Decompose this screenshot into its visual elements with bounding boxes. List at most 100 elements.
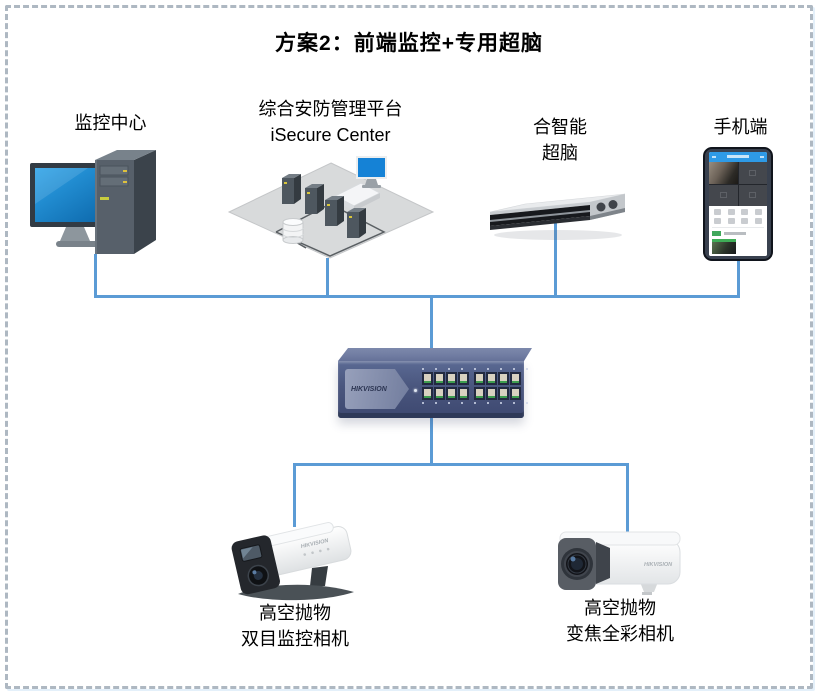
- phone-app-body: [709, 206, 767, 256]
- video-tile-empty: [738, 184, 767, 206]
- camera-brand-text: HIKVISION: [644, 562, 673, 568]
- drive-bay: [99, 176, 129, 187]
- rj45-port: [474, 387, 485, 400]
- server-tower: [305, 184, 324, 214]
- feed-thumbnail: [712, 239, 736, 254]
- connector-top-bus: [94, 295, 740, 298]
- database-cylinder: [282, 218, 304, 244]
- port-number-strip: [422, 368, 529, 370]
- feed-header: [712, 231, 764, 236]
- app-icon: [741, 209, 749, 215]
- label-text: 双目监控相机: [241, 629, 349, 649]
- monitor-stand: [60, 227, 90, 241]
- app-icon: [714, 218, 721, 224]
- video-tile-empty: [738, 162, 767, 184]
- switch-logo-plate: HIKVISION: [345, 369, 409, 409]
- label-text: 高空抛物: [259, 603, 331, 623]
- label-binocular-camera: 高空抛物 双目监控相机: [205, 600, 385, 652]
- video-tile-live: [709, 162, 738, 184]
- app-icon-row: [712, 209, 764, 215]
- label-mobile-client: 手机端: [688, 114, 793, 140]
- rj45-port: [422, 372, 433, 385]
- divider: [712, 227, 764, 228]
- phone-app-header: [709, 152, 767, 162]
- port-block: [422, 368, 529, 406]
- super-brain-server-illustration: [489, 193, 626, 240]
- label-text: 超脑: [542, 143, 578, 163]
- connector-bus-to-switch: [430, 295, 433, 352]
- server-tower: [347, 208, 366, 238]
- camera-body-group: HIKVISION: [231, 522, 352, 595]
- server-side-face: [590, 194, 625, 220]
- connector-superbrain-to-bus: [554, 223, 557, 296]
- camera-front-module: [558, 538, 596, 590]
- video-tile-empty: [709, 184, 738, 206]
- rj45-port: [434, 387, 445, 400]
- video-grid: [709, 162, 767, 206]
- drive-bay: [99, 165, 129, 176]
- port-row-top: [422, 372, 529, 385]
- rj45-port: [486, 372, 497, 385]
- rj45-port: [434, 372, 445, 385]
- port-row-bottom: [422, 387, 529, 400]
- connector-switch-to-cameras: [430, 418, 433, 466]
- label-text: iSecure Center: [270, 125, 391, 145]
- feed-title-bar: [724, 232, 746, 235]
- app-icon-row: [712, 218, 764, 224]
- zoom-camera-illustration: HIKVISION: [558, 531, 681, 595]
- platform-monitor: [356, 156, 387, 188]
- app-icon: [727, 209, 735, 215]
- connector-platform-to-bus: [326, 258, 329, 296]
- server-front-face: [490, 202, 590, 230]
- rj45-port: [498, 372, 509, 385]
- port-number-strip: [422, 402, 529, 404]
- app-icon: [714, 209, 721, 215]
- rj45-port: [422, 387, 433, 400]
- rj45-port: [446, 387, 457, 400]
- rj45-port: [446, 372, 457, 385]
- phone-screen: [709, 152, 767, 256]
- app-icon: [754, 218, 762, 224]
- label-zoom-camera: 高空抛物 变焦全彩相机: [530, 595, 710, 647]
- dashed-frame-border: [5, 5, 813, 689]
- label-text: 手机端: [713, 117, 768, 137]
- rj45-port: [510, 372, 521, 385]
- label-text: 合智能: [533, 117, 587, 137]
- app-icon: [727, 218, 735, 224]
- rj45-port: [474, 372, 485, 385]
- connector-to-binocular-camera: [293, 463, 296, 527]
- platform-monitor-screen: [358, 158, 385, 177]
- rj45-port: [458, 387, 469, 400]
- app-icon: [754, 209, 762, 215]
- connector-pc-to-bus: [94, 254, 97, 296]
- pc-tower: [95, 150, 156, 254]
- app-icon: [741, 218, 749, 224]
- feed-tag: [712, 231, 721, 236]
- switch-front-face: HIKVISION: [338, 361, 529, 418]
- rj45-port: [498, 387, 509, 400]
- camera-neck: [596, 542, 610, 584]
- speaker-holes: [303, 547, 330, 556]
- rj45-port: [510, 387, 521, 400]
- switch-brand-text: HIKVISION: [351, 385, 387, 393]
- label-super-brain: 合智能 超脑: [505, 114, 615, 166]
- fan-vent: [608, 200, 618, 209]
- power-led: [414, 389, 417, 392]
- rj45-port: [458, 372, 469, 385]
- power-led: [123, 170, 127, 172]
- connector-to-zoom-camera: [626, 463, 629, 535]
- rj45-port: [486, 387, 497, 400]
- connector-camera-bus: [293, 463, 629, 466]
- switch-top-face: [338, 348, 532, 361]
- server-tower: [325, 196, 344, 226]
- isecure-platform-illustration: [227, 156, 435, 259]
- diagram-title: 方案2：前端监控+专用超脑: [275, 32, 543, 55]
- label-text: 综合安防管理平台: [258, 99, 403, 119]
- mobile-phone-illustration: [703, 147, 773, 261]
- connector-mobile-to-bus: [737, 258, 740, 296]
- label-text: 高空抛物: [584, 598, 656, 618]
- server-towers: [282, 174, 366, 238]
- server-tower: [282, 174, 301, 204]
- desktop-computer-illustration: [30, 150, 156, 254]
